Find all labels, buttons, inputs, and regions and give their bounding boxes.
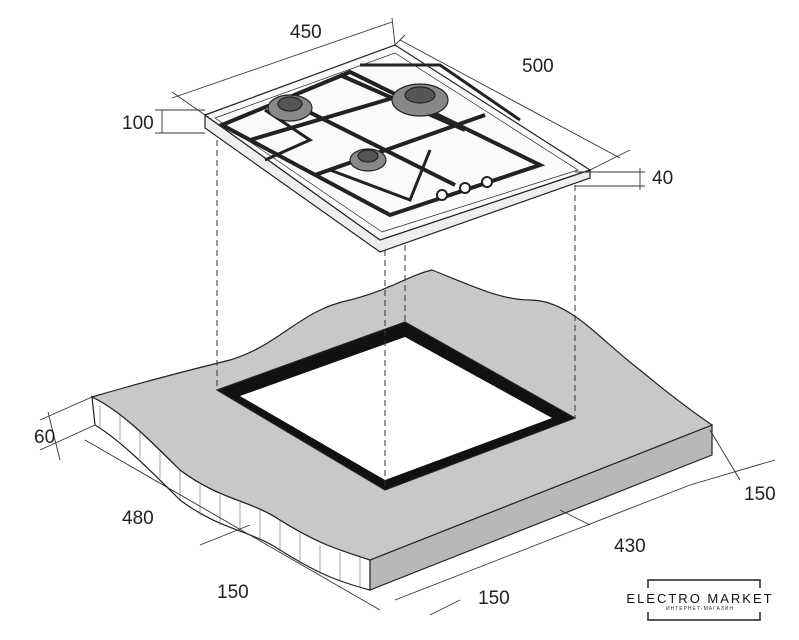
dimension-lines (39, 17, 776, 616)
dim-cutout-depth: 480 (122, 508, 154, 529)
electro-market-logo: ELECTRO MARKET ИНТЕРНЕТ-МАГАЗИН (620, 579, 780, 625)
cutout-inner (240, 337, 552, 480)
knob-1 (436, 189, 448, 201)
logo-subtitle: ИНТЕРНЕТ-МАГАЗИН (666, 606, 734, 612)
burners (267, 83, 449, 172)
gas-hob (203, 44, 592, 253)
logo-frame (647, 579, 761, 621)
control-knobs (436, 176, 493, 201)
pan-supports (217, 63, 546, 218)
countertop (90, 269, 714, 591)
dim-hob-depth: 500 (522, 56, 554, 77)
dim-cutout-right-margin: 150 (744, 484, 776, 505)
dim-countertop-thickness: 60 (34, 427, 56, 448)
knob-2 (459, 182, 471, 194)
logo-title: ELECTRO MARKET (626, 591, 774, 606)
dim-cutout-side-margin: 150 (478, 588, 510, 609)
knob-3 (481, 176, 493, 188)
dim-cutout-width: 430 (614, 536, 646, 557)
dim-cutout-front-margin: 150 (217, 582, 249, 603)
dim-hob-height-plate: 40 (652, 168, 674, 189)
countertop-side-hatching (99, 405, 361, 587)
dim-hob-height-total: 100 (122, 113, 154, 134)
projection-lines (216, 130, 576, 490)
dim-hob-width: 450 (290, 22, 322, 43)
